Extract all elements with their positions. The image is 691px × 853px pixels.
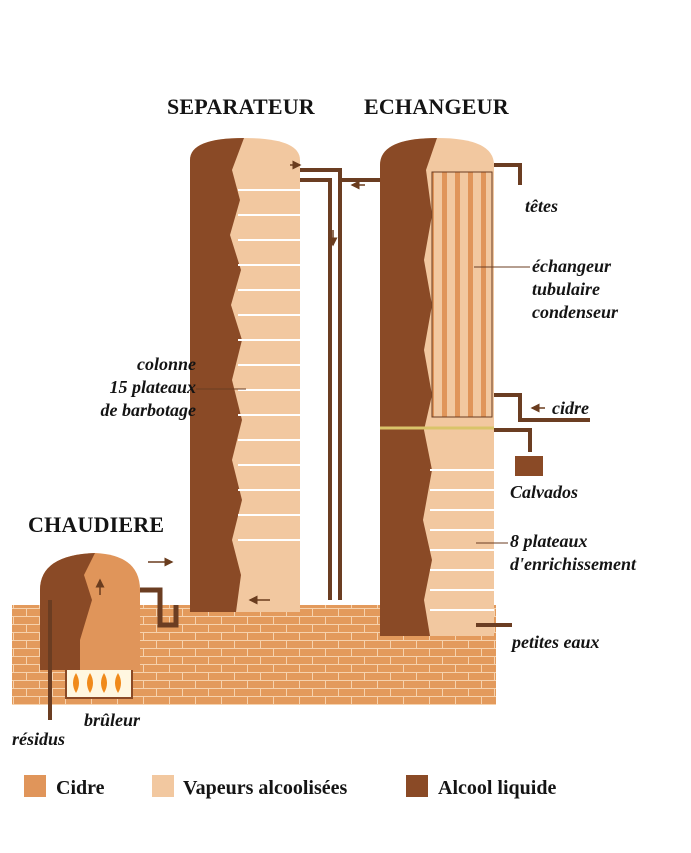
burner-flames xyxy=(73,673,121,693)
label-plateaux-2: d'enrichissement xyxy=(510,554,637,574)
legend-swatch-vapeurs xyxy=(152,775,174,797)
chaudiere-boiler xyxy=(40,553,179,720)
separateur-column xyxy=(190,138,302,612)
echangeur-column xyxy=(380,138,494,636)
label-tetes: têtes xyxy=(525,196,558,216)
label-echangeur-1: échangeur xyxy=(532,256,612,276)
label-calvados: Calvados xyxy=(510,482,578,502)
label-colonne-1: colonne xyxy=(137,354,196,374)
connecting-pipes xyxy=(300,168,380,600)
tubular-exchanger xyxy=(431,171,493,418)
heading-echangeur: ECHANGEUR xyxy=(364,94,510,119)
legend-label-vapeurs: Vapeurs alcoolisées xyxy=(183,777,347,799)
legend-label-cidre: Cidre xyxy=(56,777,105,799)
label-petites-eaux: petites eaux xyxy=(510,632,600,652)
heading-separateur: SEPARATEUR xyxy=(167,94,316,119)
label-residus: résidus xyxy=(12,729,65,749)
separateur-plates xyxy=(238,189,300,541)
legend: Cidre Vapeurs alcoolisées Alcool liquide xyxy=(24,775,556,799)
label-plateaux-1: 8 plateaux xyxy=(510,531,588,551)
label-colonne-3: de barbotage xyxy=(101,400,196,420)
label-bruleur: brûleur xyxy=(84,710,141,730)
legend-swatch-alcool xyxy=(406,775,428,797)
label-colonne-2: 15 plateaux xyxy=(109,377,196,397)
calvados-collector xyxy=(515,456,543,476)
heading-chaudiere: CHAUDIERE xyxy=(28,512,164,537)
label-echangeur-3: condenseur xyxy=(532,302,619,322)
outlet-pipes xyxy=(476,163,590,627)
echangeur-plates xyxy=(430,469,494,611)
legend-label-alcool: Alcool liquide xyxy=(438,777,556,799)
label-cidre: cidre xyxy=(552,398,589,418)
legend-swatch-cidre xyxy=(24,775,46,797)
label-echangeur-2: tubulaire xyxy=(532,279,600,299)
